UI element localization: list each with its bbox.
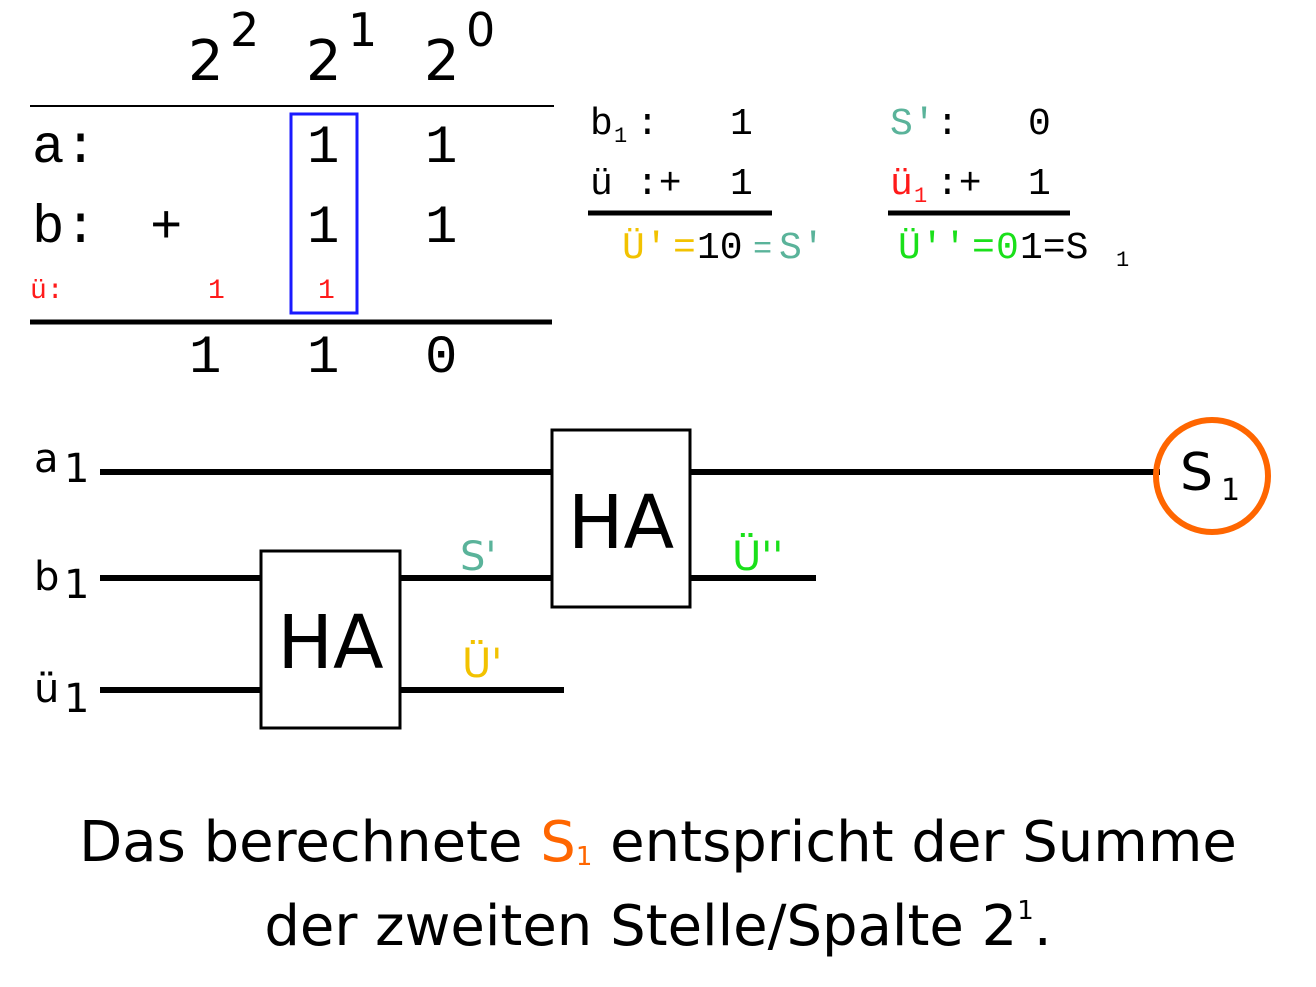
caption-highlight: S1 xyxy=(540,810,592,875)
input-label-sub: 1 xyxy=(64,562,89,608)
half-adder-2 xyxy=(550,428,692,609)
output-label-sub: 1 xyxy=(1221,473,1240,508)
calc2-value: 0 xyxy=(1028,103,1051,146)
calc1-value: 1 xyxy=(730,163,753,206)
caption-line-1: Das berechnete S1 entspricht der Summe xyxy=(0,808,1316,892)
input-label-carry: ü xyxy=(34,666,59,712)
header-exponent: 1 xyxy=(348,3,377,57)
calc2-label: ü xyxy=(890,163,913,206)
calc1-result-rhs: S' xyxy=(779,227,825,270)
header-exponent: 0 xyxy=(466,3,495,57)
carry-digit: 1 xyxy=(208,276,225,307)
binary-addition-table: 2 2 2 1 2 0 xyxy=(188,3,495,94)
caption: Das berechnete S1 entspricht der Summe d… xyxy=(0,808,1316,962)
caption-text: Das berechnete xyxy=(79,810,541,875)
calc2-label: S' xyxy=(890,103,936,146)
calc2-result-eq: = xyxy=(972,227,995,270)
column-header-2-1: 2 1 xyxy=(306,3,377,94)
calc2-label-sub: 1 xyxy=(914,184,927,209)
calc1-label-sub: 1 xyxy=(614,124,627,149)
calc1-result-lhs: Ü' xyxy=(622,226,668,270)
calc2-sep: :+ xyxy=(936,163,982,206)
column-header-2-0: 2 0 xyxy=(424,3,495,94)
calc2-value: 1 xyxy=(1028,163,1051,206)
carry2-label: Ü'' xyxy=(732,532,783,580)
column-header-2-2: 2 2 xyxy=(188,3,259,94)
row-a-label: a: xyxy=(32,118,97,179)
highlight-column-box xyxy=(289,112,359,315)
half-adder-1 xyxy=(259,549,402,730)
input-label-a: a xyxy=(34,436,59,482)
row-a-digit: 1 xyxy=(307,118,339,179)
calc1-label: b xyxy=(590,103,613,146)
calc2-sep: : xyxy=(936,103,959,146)
input-label-sub: 1 xyxy=(64,446,89,492)
result-digit: 1 xyxy=(189,328,221,389)
row-b-digit: 1 xyxy=(425,198,457,259)
caption-line-2: der zweiten Stelle/Spalte 21. xyxy=(0,892,1316,962)
row-b-label: b: xyxy=(32,198,97,259)
caption-highlight-sub: 1 xyxy=(575,842,593,872)
input-label-sub: 1 xyxy=(64,676,89,722)
caption-highlight-base: S xyxy=(540,810,576,875)
calc1-sep: :+ xyxy=(636,163,682,206)
carry1-label: Ü' xyxy=(462,639,502,687)
output-label: S xyxy=(1180,443,1213,503)
header-base: 2 xyxy=(306,29,342,94)
result-digit: 1 xyxy=(307,328,339,389)
plus-operator: + xyxy=(150,198,182,259)
calc1-value: 1 xyxy=(730,103,753,146)
caption-text: der zweiten Stelle/Spalte 2 xyxy=(264,894,1018,959)
caption-text: . xyxy=(1033,894,1052,959)
calc1-label: ü xyxy=(590,163,613,206)
calc1-result-value: 10 xyxy=(697,227,743,270)
header-exponent: 2 xyxy=(230,3,259,57)
row-a-digit: 1 xyxy=(425,118,457,179)
calc1-result-eq: = xyxy=(673,227,696,270)
calc2-result-value: 1=S xyxy=(1020,227,1088,270)
circuit: a 1 b 1 ü 1 HA HA S' Ü' Ü'' S 1 xyxy=(34,417,1271,730)
carry-digit: 1 xyxy=(318,276,335,307)
calc2-result-lhs: Ü'' xyxy=(898,226,966,270)
half-adder-2-label: HA xyxy=(568,480,675,566)
calc1-sep: : xyxy=(636,103,659,146)
output-circle xyxy=(1153,417,1271,535)
calc2-result-value: 0 xyxy=(996,227,1019,270)
calc-block-1: b 1 : 1 ü :+ 1 Ü' = 10 = S' xyxy=(590,103,825,270)
calc2-result-sub: 1 xyxy=(1116,248,1129,273)
input-label-b: b xyxy=(34,554,59,600)
row-b-digit: 1 xyxy=(307,198,339,259)
s-prime-label: S' xyxy=(460,534,496,580)
header-base: 2 xyxy=(188,29,224,94)
calc1-result-eq: = xyxy=(753,231,772,268)
caption-text: entspricht der Summe xyxy=(592,810,1237,875)
carry-row-label: ü: xyxy=(30,276,64,307)
calc-block-2: S' : 0 ü 1 :+ 1 Ü'' = 0 1=S 1 xyxy=(890,103,1129,273)
half-adder-1-label: HA xyxy=(277,600,384,686)
caption-superscript: 1 xyxy=(1017,896,1034,926)
header-base: 2 xyxy=(424,29,460,94)
result-digit: 0 xyxy=(425,328,457,389)
